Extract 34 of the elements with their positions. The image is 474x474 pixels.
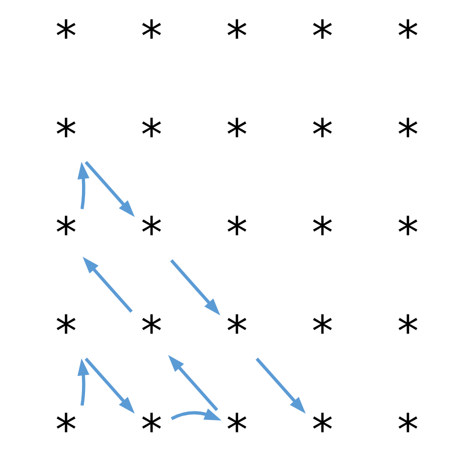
arrow [84, 358, 135, 414]
arrow [170, 259, 220, 316]
arrow [78, 162, 90, 210]
arrow [82, 256, 133, 313]
arrow [256, 358, 306, 414]
node-text: * [140, 405, 162, 456]
node-text: * [140, 12, 162, 62]
node-text: * [397, 208, 419, 259]
node-text: * [140, 110, 162, 160]
node-text: * [140, 306, 162, 357]
node-text: * [397, 12, 419, 62]
arrow [168, 355, 218, 412]
node-text: * [312, 12, 334, 62]
node-text: * [312, 405, 334, 456]
node-text: * [397, 306, 419, 357]
arrow [170, 408, 222, 421]
node-text: * [55, 12, 77, 62]
node-text: * [226, 208, 248, 259]
node-text: * [55, 306, 77, 357]
node-text: * [55, 405, 77, 456]
node-text: * [55, 208, 77, 259]
node-text: * [140, 208, 162, 259]
node-text: * [226, 405, 248, 456]
arrow [78, 358, 90, 406]
node-text: * [397, 405, 419, 456]
node-text: * [312, 110, 334, 160]
node-text: * [226, 110, 248, 160]
node-text: * [226, 306, 248, 357]
node-text: * [226, 12, 248, 62]
arrow [84, 161, 135, 218]
node-text: * [397, 110, 419, 160]
node-text: * [312, 306, 334, 357]
node-text: * [312, 208, 334, 259]
node-text: * [55, 110, 77, 160]
